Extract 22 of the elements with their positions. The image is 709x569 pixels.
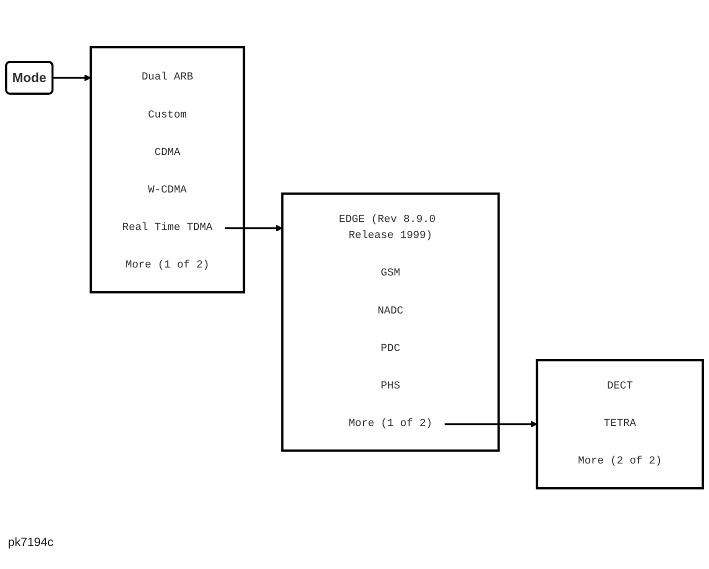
cluster: [281, 192, 500, 452]
node-text: NADC: [378, 304, 404, 317]
arrow: [444, 420, 538, 428]
node-text: PHS: [380, 380, 400, 392]
arrow: [224, 224, 283, 232]
node-text: W-CDMA: [148, 184, 187, 196]
cluster: [536, 358, 704, 490]
figure-id-label: pk7194c: [8, 535, 54, 549]
node-text: More (1 of 2): [348, 417, 432, 430]
cluster: [90, 46, 246, 294]
node-text: PDC: [380, 342, 400, 355]
node-text: TETRA: [604, 417, 636, 430]
node-text: More (2 of 2): [578, 455, 662, 468]
node-text: Real Time TDMA: [122, 221, 213, 234]
node-text: GSM: [380, 267, 400, 280]
node-text: CDMA: [154, 146, 180, 159]
node-text: DECT: [607, 380, 633, 392]
node-text: More (1 of 2): [126, 259, 210, 272]
arrow: [52, 74, 92, 81]
node-text: EDGE (Rev 8.9.0 Release 1999): [338, 213, 436, 242]
node-text: Dual ARB: [142, 71, 194, 84]
node-text: Custom: [148, 108, 187, 121]
